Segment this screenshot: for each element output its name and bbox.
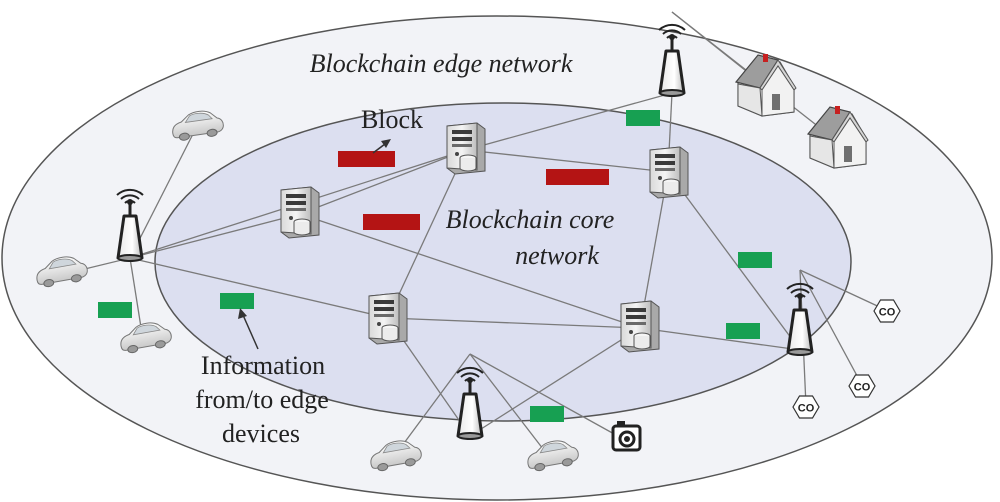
server-icon: [649, 146, 689, 199]
info-packet: [738, 252, 772, 268]
camera-icon: [611, 419, 642, 452]
block-marker: [363, 214, 420, 230]
info-packet: [220, 293, 254, 309]
server-icon: [620, 300, 660, 353]
co-label: CO: [854, 382, 871, 394]
server-icon: [368, 292, 408, 345]
info-label-line3: devices: [222, 419, 300, 448]
info-label-line2: from/to edge: [195, 385, 329, 414]
block-label: Block: [361, 105, 423, 134]
block-arrow: [372, 139, 391, 154]
edge-network-label: Blockchain edge network: [310, 49, 573, 78]
info-packet: [530, 406, 564, 422]
core-network-label-line2: network: [515, 241, 599, 270]
block-marker: [546, 169, 609, 185]
co-label: CO: [798, 403, 815, 415]
info-packet: [726, 323, 760, 339]
info-packet: [626, 110, 660, 126]
info-packet: [98, 302, 132, 318]
core-network-label-line1: Blockchain core: [446, 205, 615, 234]
info-label-line1: Information: [201, 351, 325, 380]
info-arrow: [238, 308, 259, 350]
server-icon: [280, 186, 320, 239]
co-label: CO: [879, 307, 896, 319]
server-icon: [446, 122, 486, 175]
block-marker: [338, 151, 395, 167]
